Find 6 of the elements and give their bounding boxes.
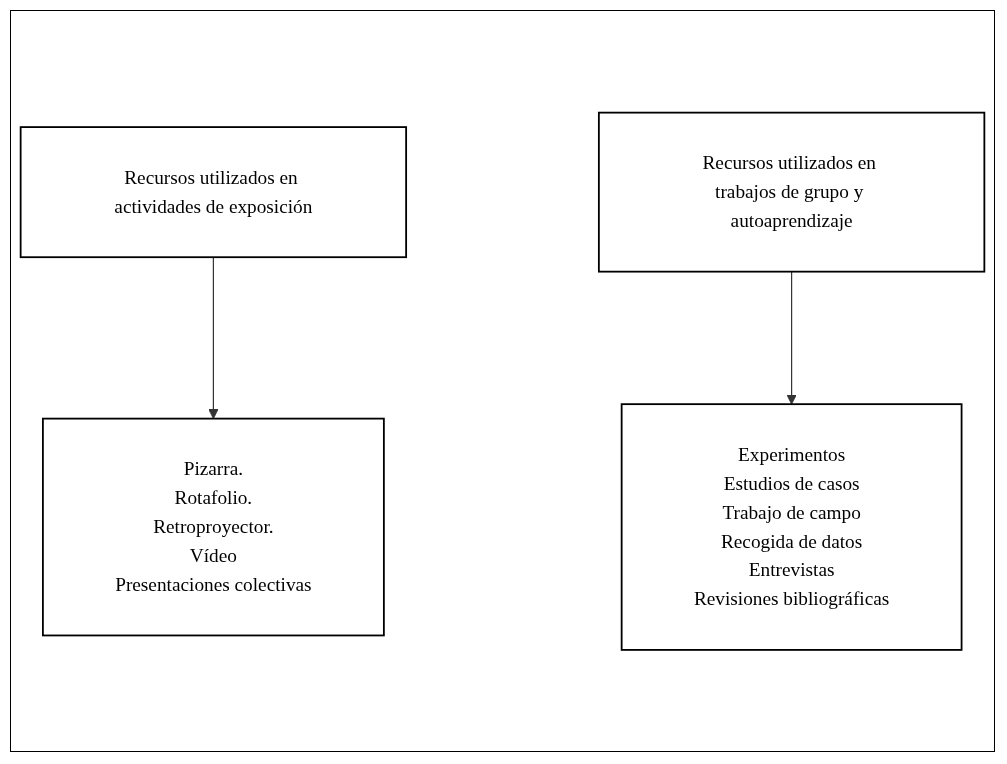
node-box: Recursos utilizados en trabajos de grupo y autoaprendizaje	[597, 111, 986, 273]
node-box: Pizarra. Rotafolio. Retroproyector. Vídeo Presentaciones colectivas	[42, 417, 385, 637]
node-box: Experimentos Estudios de casos Trabajo de campo Recogida de datos Entrevistas Revisiones bibliográficas	[620, 402, 963, 651]
arrow	[208, 256, 219, 419]
arrow	[786, 270, 797, 405]
node-box: Recursos utilizados en actividades de exposición	[19, 125, 408, 258]
